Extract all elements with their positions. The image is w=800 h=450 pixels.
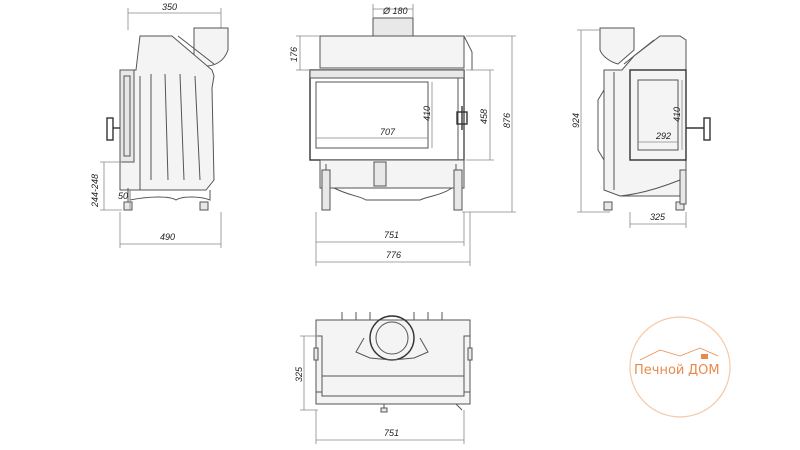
dim-right-glass-height: 410 xyxy=(672,107,682,122)
logo-circle xyxy=(629,316,731,418)
side-view-left: 350 244-248 50 490 xyxy=(90,2,229,248)
dim-right-total-height: 924 xyxy=(571,113,581,128)
dim-glass-width: 707 xyxy=(380,127,396,137)
dim-top-width: 751 xyxy=(384,428,399,438)
dim-front-top-height: 176 xyxy=(289,47,299,62)
dim-glass-height: 410 xyxy=(422,106,432,121)
top-view: 325 751 xyxy=(294,312,473,444)
dim-door-height: 458 xyxy=(479,109,489,124)
dim-side-leg-offset: 50 xyxy=(118,191,128,201)
dim-total-height: 876 xyxy=(502,113,512,128)
side-view-right: 924 410 292 325 xyxy=(571,27,711,228)
dim-right-glass-width: 292 xyxy=(655,131,671,141)
dim-side-bottom-height: 244-248 xyxy=(90,174,100,208)
dim-side-top-width: 350 xyxy=(162,2,177,12)
dim-outer-width: 776 xyxy=(386,250,401,260)
brand-logo: Печной ДОМ xyxy=(629,316,731,418)
crown-icon xyxy=(701,354,708,359)
dim-flue-diameter: Ø 180 xyxy=(382,6,408,16)
logo-text-right: ДОМ xyxy=(688,363,720,378)
dim-top-depth: 325 xyxy=(294,366,304,382)
logo-text-left: Печной xyxy=(634,363,684,378)
dim-right-depth: 325 xyxy=(650,212,666,222)
front-view: Ø 180 176 707 410 xyxy=(289,4,516,266)
dim-inner-width: 751 xyxy=(384,230,399,240)
dim-side-depth: 490 xyxy=(160,232,175,242)
